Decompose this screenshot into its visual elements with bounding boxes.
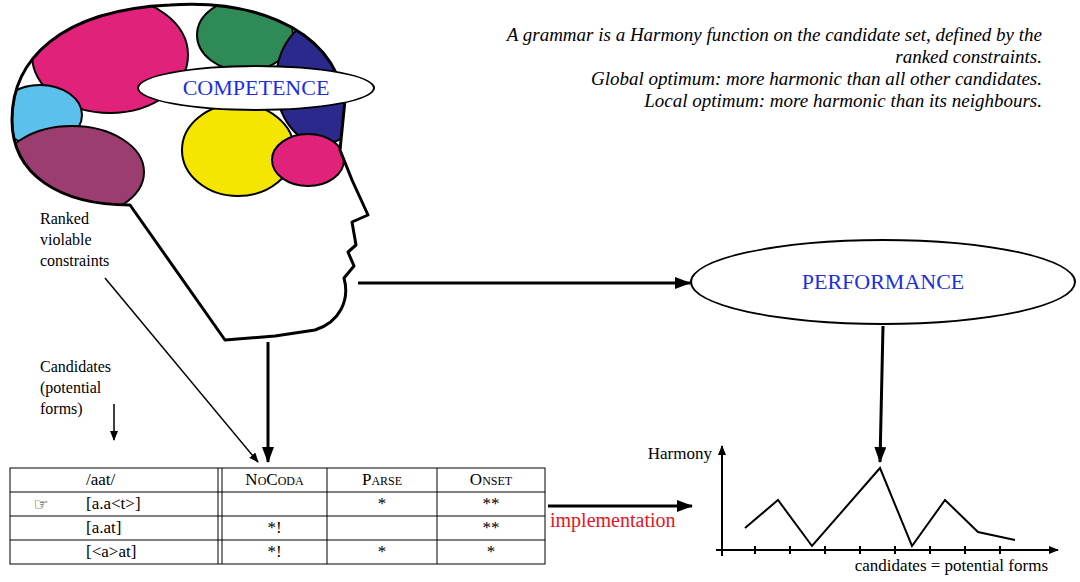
- leader-line: [113, 404, 115, 440]
- harmony-chart: [824, 546, 826, 554]
- table-cell: NoCoda: [222, 468, 327, 492]
- note-text: Global optimum: more harmonic than all o…: [500, 68, 1042, 90]
- ellipse-node: COMPETENCE: [137, 65, 375, 111]
- flow-arrow: [358, 282, 690, 285]
- table-cell: Onset: [437, 468, 545, 492]
- arrow-label: implementation: [550, 509, 676, 532]
- note-text: Local optimum: more harmonic than its ne…: [500, 90, 1042, 112]
- head-illustration: [12, 4, 368, 340]
- flow-arrow: [880, 326, 883, 462]
- tableau-grid: [10, 516, 545, 517]
- table-cell: **: [437, 492, 545, 516]
- harmony-chart: [755, 546, 1000, 554]
- head-illustration: [0, 0, 368, 218]
- side-note: Candidates (potential forms): [40, 356, 125, 419]
- tableau-grid: [10, 492, 545, 493]
- harmony-chart: [964, 546, 966, 554]
- harmony-chart: [999, 546, 1001, 554]
- side-note: Ranked violable constraints: [40, 208, 130, 271]
- flow-arrow: [548, 505, 692, 508]
- table-cell: Parse: [327, 468, 437, 492]
- tableau-grid: [10, 540, 545, 541]
- ellipse-node: PERFORMANCE: [690, 239, 1076, 325]
- harmony-chart: [894, 546, 896, 554]
- table-cell: *: [437, 540, 545, 564]
- node-title: PERFORMANCE: [802, 269, 965, 295]
- axis-label: candidates = potential forms: [855, 556, 1048, 576]
- head-illustration: [0, 0, 368, 340]
- tableau-grid: [222, 468, 223, 564]
- table-cell: *!: [222, 540, 327, 564]
- harmony-chart: [716, 446, 1058, 556]
- harmony-chart: [745, 468, 1015, 546]
- table-cell: [a.a<t>]: [70, 492, 218, 516]
- table-cell: ☞: [12, 492, 70, 516]
- leader-line: [105, 278, 258, 462]
- table-cell: *: [327, 540, 437, 564]
- harmony-chart: [754, 546, 756, 554]
- tableau-grid: [437, 468, 438, 564]
- harmony-chart: [859, 546, 861, 554]
- harmony-chart: [721, 446, 723, 556]
- note-text: A grammar is a Harmony function on the c…: [500, 24, 1042, 68]
- leader-line: [105, 278, 258, 462]
- tableau-grid: [10, 468, 545, 564]
- table-cell: [a.at]: [70, 516, 218, 540]
- table-cell: /aat/: [70, 468, 218, 492]
- axis-label: Harmony: [648, 444, 712, 464]
- flow-arrow: [267, 342, 270, 462]
- harmony-chart: [789, 546, 791, 554]
- node-title: COMPETENCE: [183, 75, 330, 101]
- tableau-grid: [327, 468, 328, 564]
- table-cell: *!: [222, 516, 327, 540]
- table-cell: **: [437, 516, 545, 540]
- table-cell: *: [327, 492, 437, 516]
- harmony-chart: [929, 546, 931, 554]
- tableau-grid: [10, 468, 545, 564]
- tableau-grid: [218, 468, 219, 564]
- table-cell: [<a>at]: [70, 540, 218, 564]
- head-illustration: [272, 134, 344, 186]
- harmony-chart: [716, 549, 1058, 551]
